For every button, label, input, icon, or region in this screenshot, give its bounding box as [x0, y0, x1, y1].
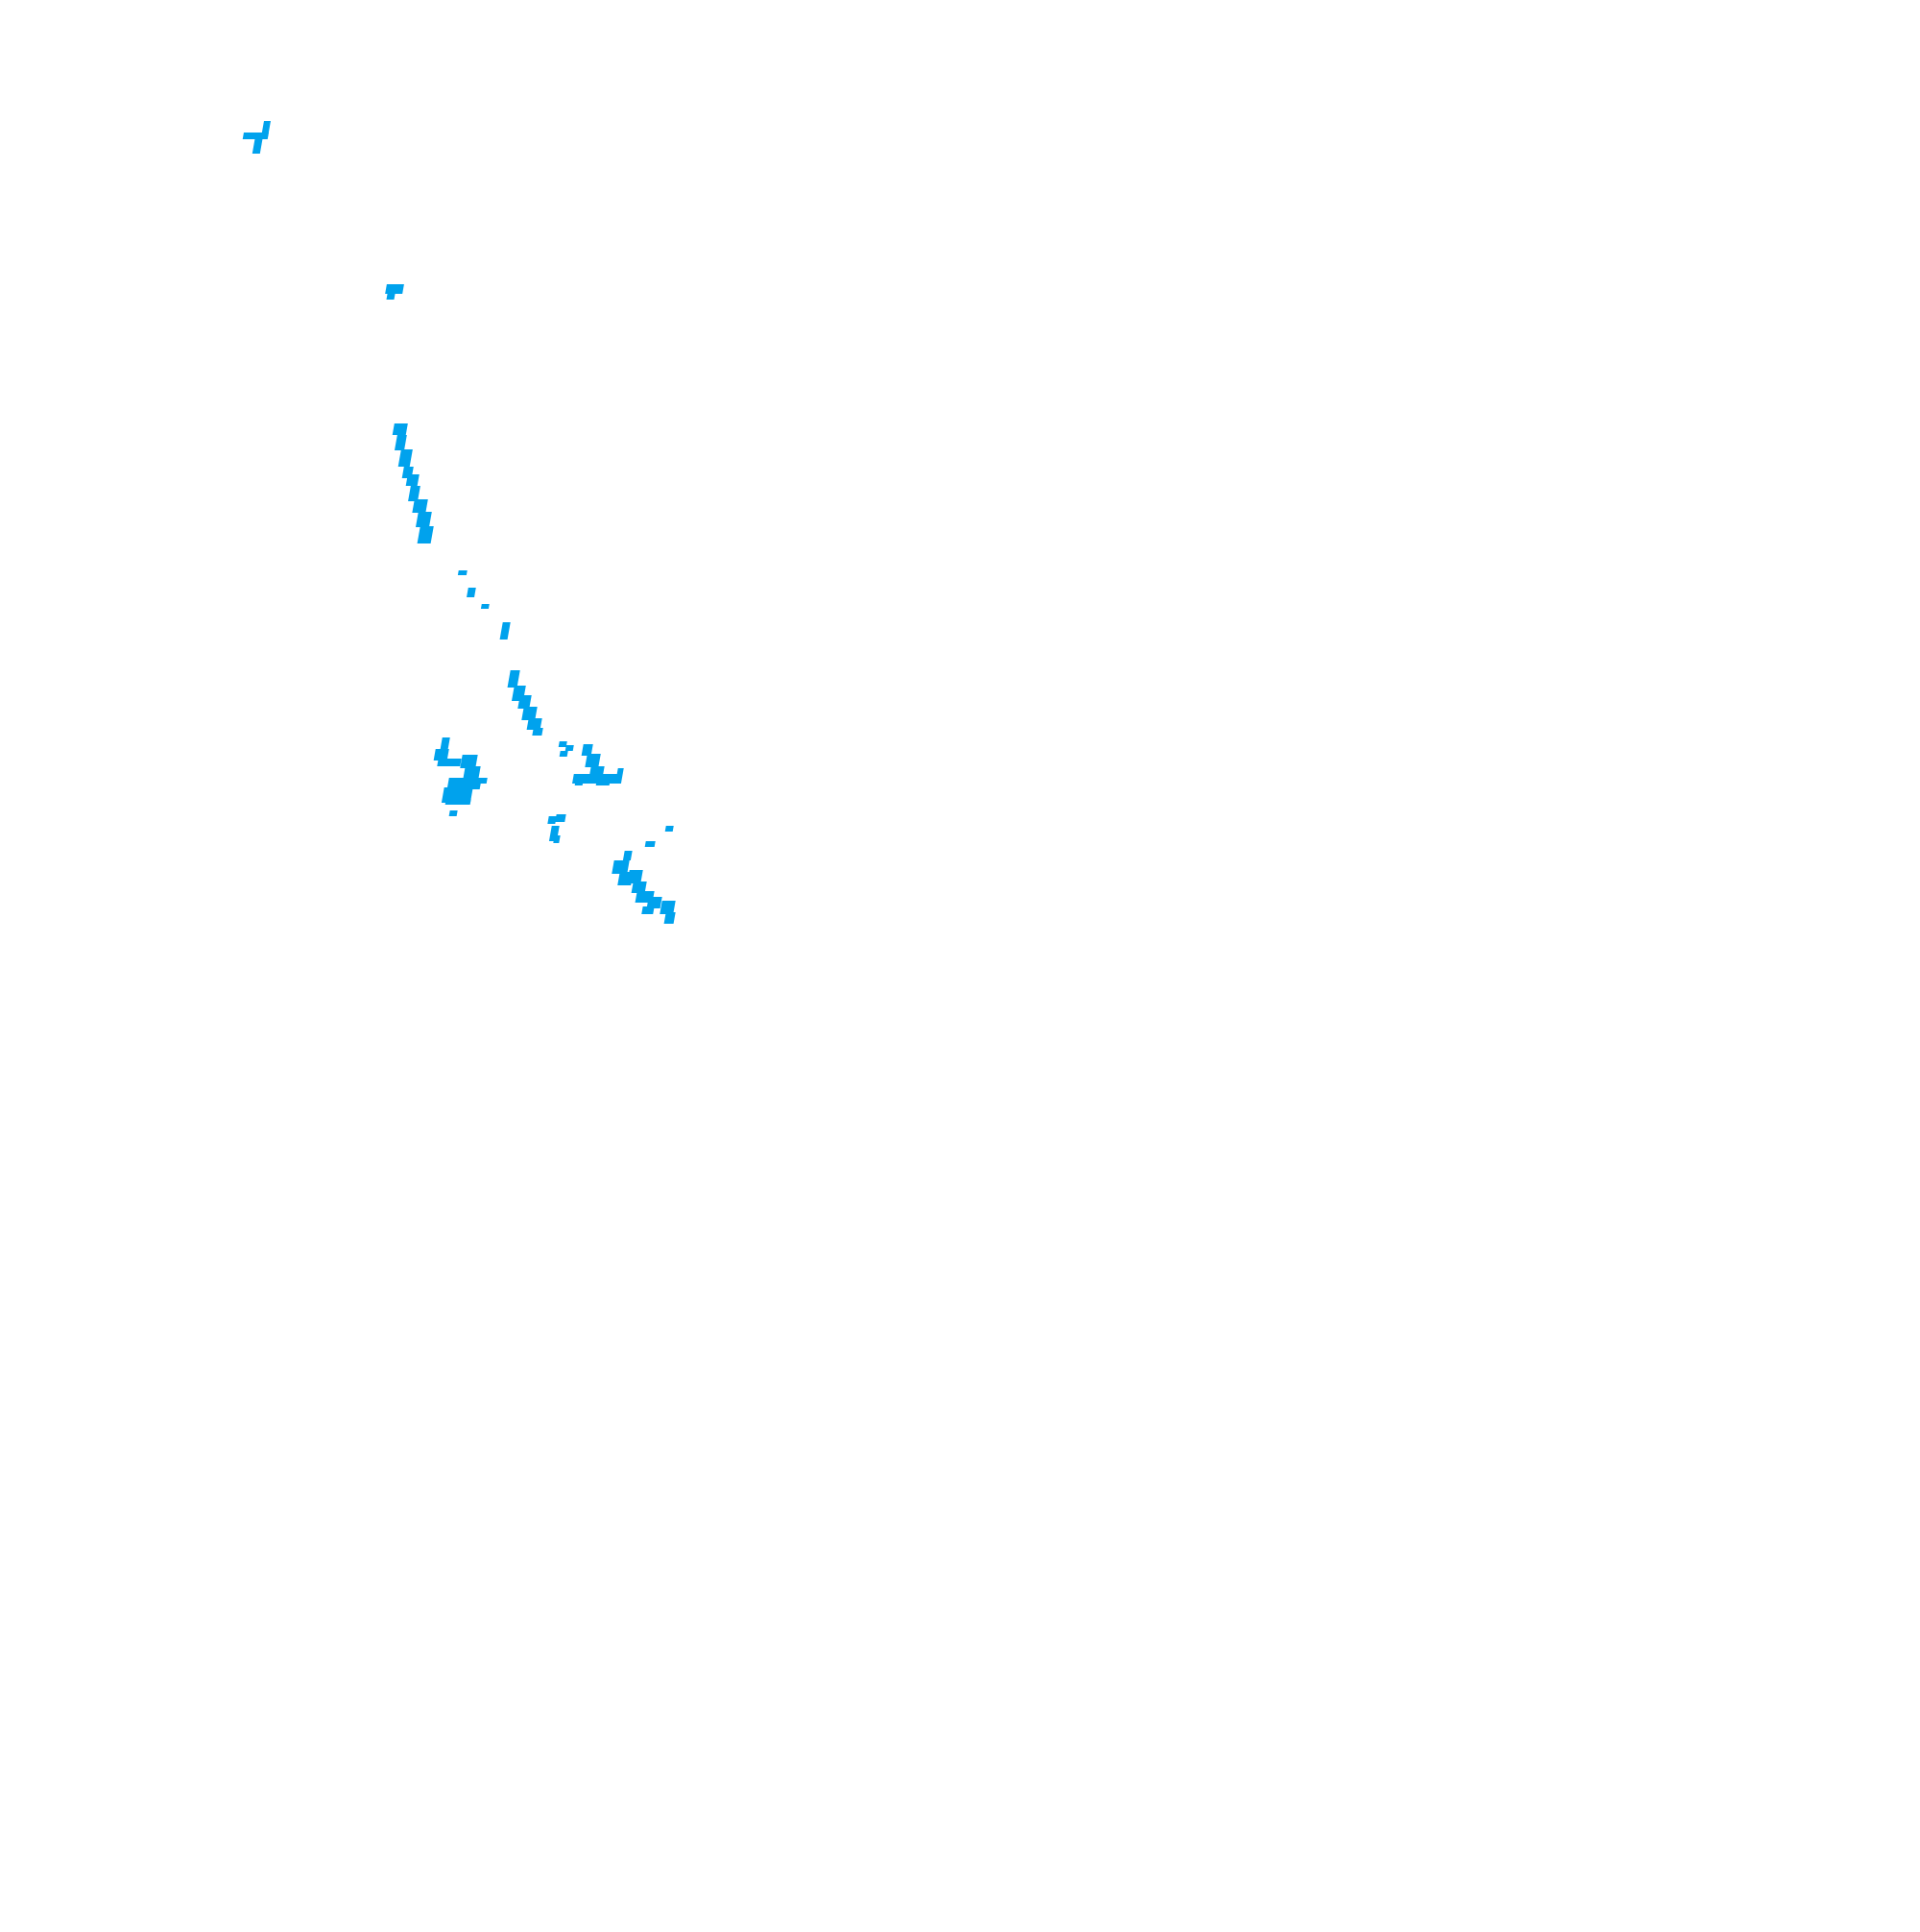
blue-fragment-7: [572, 744, 624, 785]
fragment-pixel: [517, 695, 532, 709]
fragment-pixel: [585, 754, 601, 767]
fragment-pixel: [408, 486, 420, 501]
fragment-pixel: [532, 728, 543, 736]
fragment-pixel: [574, 780, 584, 785]
fragment-pixel: [415, 512, 432, 527]
fragment-pixel: [558, 741, 567, 747]
fragment-pixel: [433, 749, 449, 761]
fragment-pixel: [660, 901, 676, 914]
fragment-pixel: [664, 826, 674, 832]
fragment-pixel: [463, 766, 481, 780]
blue-fragment-2: [385, 284, 404, 300]
fragment-pixel: [581, 744, 593, 756]
fragment-pixel: [553, 835, 561, 843]
fragment-pixel: [457, 570, 468, 575]
blue-fragment-11: [612, 851, 676, 924]
fragment-pixel: [564, 745, 574, 751]
blue-fragment-9: [547, 814, 566, 843]
fragment-pixel: [547, 816, 557, 824]
fragment-pixel: [444, 799, 471, 805]
fragment-pixel: [480, 604, 490, 609]
fragment-group: [242, 121, 676, 924]
fragment-pixel: [417, 526, 434, 543]
fragment-pixel: [559, 751, 568, 757]
fragment-pixel: [614, 768, 624, 784]
fragment-pixel: [595, 780, 611, 785]
fragment-pixel: [405, 474, 420, 486]
fragment-pixel: [386, 292, 396, 300]
fragment-pixel: [467, 588, 476, 597]
fragment-pixel: [507, 670, 520, 688]
fragment-pixel: [612, 860, 630, 874]
fragment-pixel: [644, 841, 656, 847]
blue-fragment-5: [507, 670, 543, 736]
fragment-pixel: [460, 755, 478, 768]
fragment-pixel: [395, 435, 407, 450]
blue-fragment-10: [644, 826, 674, 847]
fragment-pixel: [663, 912, 676, 924]
fragment-pixel: [499, 622, 511, 640]
fragment-pixel: [646, 897, 662, 908]
fragment-pixel: [252, 136, 263, 154]
fragment-pixel: [448, 810, 458, 816]
blue-fragment-4: [457, 570, 511, 640]
fragment-pixel: [437, 759, 462, 766]
fragment-pixel: [385, 284, 404, 294]
blue-fragment-1: [242, 121, 271, 154]
fragment-pixel: [555, 814, 566, 822]
fragment-pixel: [440, 737, 450, 751]
fragment-pixel: [392, 423, 408, 435]
fragment-pixel: [627, 870, 643, 883]
fragment-pixel: [397, 449, 413, 467]
fragment-pixel: [622, 851, 633, 860]
blue-fragment-6: [558, 741, 574, 757]
fragment-pixel: [474, 778, 488, 784]
blue-fragment-8: [433, 737, 488, 816]
fragment-pixel: [521, 707, 538, 720]
fragment-pixel: [641, 906, 655, 914]
fragment-pixel: [631, 881, 647, 893]
fragment-pixel: [412, 499, 428, 513]
fragment-pixel: [526, 718, 542, 730]
fragment-pixel: [446, 778, 482, 789]
blue-fragment-3: [392, 423, 434, 543]
